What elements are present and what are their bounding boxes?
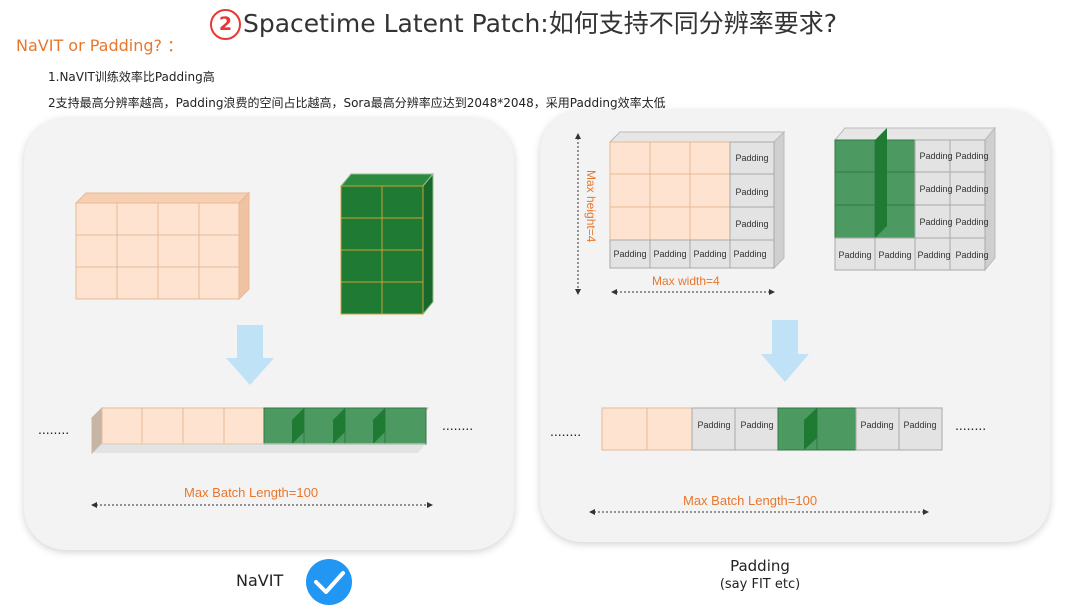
padding-cell-label: Padding (693, 249, 726, 259)
padding-cell-label: Padding (955, 184, 988, 194)
padding-cell-label: Padding (903, 420, 936, 430)
navit-caption: NaVIT (236, 571, 284, 590)
padding-cell-label: Padding (740, 420, 773, 430)
padding-cell-label: Padding (653, 249, 686, 259)
padding-cell-label: Padding (838, 250, 871, 260)
step-number-badge: 2 (210, 9, 241, 40)
padding-cell-label: Padding (919, 184, 952, 194)
down-arrow-icon (761, 320, 809, 382)
padding-caption: Padding (730, 557, 790, 575)
padding-batch-strip (600, 407, 944, 451)
padding-cell-label: Padding (735, 187, 768, 197)
left-dots: ........ (38, 421, 69, 437)
padding-cell-label: Padding (955, 217, 988, 227)
padding-cell-label: Padding (735, 219, 768, 229)
point-1: 1.NaVIT训练效率比Padding高 (48, 70, 215, 84)
green-patch-grid (339, 172, 435, 316)
down-arrow-icon (226, 325, 274, 385)
title-text: Spacetime Latent Patch:如何支持不同分辨率要求? (243, 9, 837, 38)
max-height-label: Max height=4 (584, 170, 598, 243)
right-dots: ........ (955, 417, 986, 433)
padding-cell-label: Padding (860, 420, 893, 430)
subtitle: NaVIT or Padding? ： (16, 36, 184, 55)
padding-cell-label: Padding (733, 249, 766, 259)
padding-cell-label: Padding (878, 250, 911, 260)
checkmark-icon (306, 559, 352, 605)
padding-cell-label: Padding (917, 250, 950, 260)
padding-cell-label: Padding (919, 217, 952, 227)
padding-cell-label: Padding (735, 153, 768, 163)
peach-patch-grid (74, 191, 251, 301)
navit-batch-label: Max Batch Length=100 (184, 485, 318, 500)
padding-cell-label: Padding (955, 250, 988, 260)
padding-cell-label: Padding (955, 151, 988, 161)
padded-green-grid (833, 126, 997, 272)
padding-batch-label: Max Batch Length=100 (683, 493, 817, 508)
padding-caption-sub: (say FIT etc) (719, 577, 801, 592)
max-width-label: Max width=4 (652, 274, 720, 288)
navit-batch-strip (90, 406, 430, 455)
point-2: 2支持最高分辨率越高，Padding浪费的空间占比越高，Sora最高分辨率应达到… (48, 96, 666, 110)
padding-cell-label: Padding (613, 249, 646, 259)
left-dots: ........ (550, 423, 581, 439)
padded-peach-grid (608, 130, 786, 270)
padding-cell-label: Padding (919, 151, 952, 161)
right-dots: ........ (442, 417, 473, 433)
padding-cell-label: Padding (697, 420, 730, 430)
